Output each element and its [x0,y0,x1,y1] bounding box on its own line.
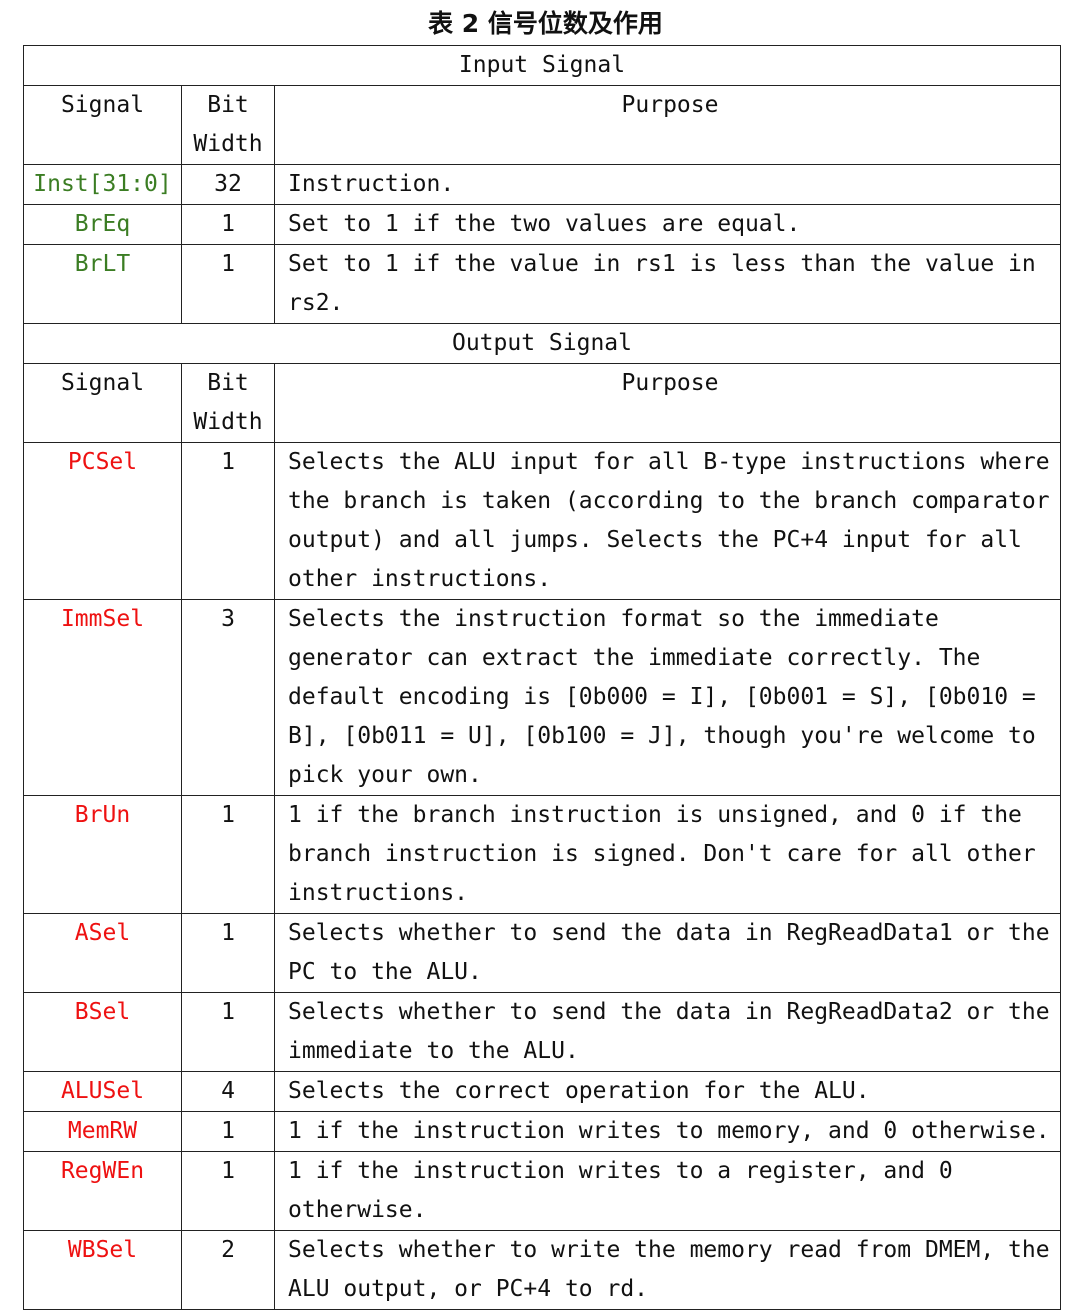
signal-name: BSel [23,992,182,1072]
purpose: 1 if the instruction writes to a registe… [274,1151,1061,1231]
purpose: 1 if the instruction writes to memory, a… [274,1111,1061,1152]
signal-name: WBSel [23,1230,182,1310]
bit-width: 1 [181,913,275,993]
header-bit-width: Bit Width [181,85,275,165]
purpose: Selects whether to send the data in RegR… [274,992,1061,1072]
purpose: Set to 1 if the value in rs1 is less tha… [274,244,1061,324]
purpose: Selects the ALU input for all B-type ins… [274,442,1061,600]
table-row: Inst[31:0] 32 Instruction. [23,164,1061,205]
signal-name: RegWEn [23,1151,182,1231]
header-row-input: Signal Bit Width Purpose [23,85,1061,165]
section-row-output: Output Signal [23,323,1061,364]
signal-name: PCSel [23,442,182,600]
bit-width: 2 [181,1230,275,1310]
bit-width: 1 [181,1111,275,1152]
header-signal: Signal [23,363,182,443]
bit-width: 1 [181,1151,275,1231]
bit-width: 32 [181,164,275,205]
bit-width: 3 [181,599,275,796]
bit-width: 1 [181,992,275,1072]
signal-name: BrEq [23,204,182,245]
table-row: BrLT 1 Set to 1 if the value in rs1 is l… [23,244,1061,324]
table-row: ASel 1 Selects whether to send the data … [23,913,1061,993]
table-row: MemRW 1 1 if the instruction writes to m… [23,1111,1061,1152]
table-row: WBSel 2 Selects whether to write the mem… [23,1230,1061,1310]
signal-name: Inst[31:0] [23,164,182,205]
bit-width: 1 [181,795,275,914]
section-row-input: Input Signal [23,45,1061,86]
signal-name: ASel [23,913,182,993]
table-row: PCSel 1 Selects the ALU input for all B-… [23,442,1061,600]
header-signal: Signal [23,85,182,165]
table-row: RegWEn 1 1 if the instruction writes to … [23,1151,1061,1231]
purpose: 1 if the branch instruction is unsigned,… [274,795,1061,914]
purpose: Selects the correct operation for the AL… [274,1071,1061,1112]
bit-width: 1 [181,244,275,324]
bit-width: 1 [181,442,275,600]
table-row: BSel 1 Selects whether to send the data … [23,992,1061,1072]
table-row: ImmSel 3 Selects the instruction format … [23,599,1061,796]
purpose: Selects whether to write the memory read… [274,1230,1061,1310]
table-row: BrUn 1 1 if the branch instruction is un… [23,795,1061,914]
header-purpose: Purpose [274,85,1061,165]
signal-name: BrUn [23,795,182,914]
signal-name: BrLT [23,244,182,324]
header-purpose: Purpose [274,363,1061,443]
section-title-output: Output Signal [23,323,1061,364]
signal-name: MemRW [23,1111,182,1152]
table-row: BrEq 1 Set to 1 if the two values are eq… [23,204,1061,245]
table-caption: 表 2 信号位数及作用 [428,9,663,38]
signal-name: ALUSel [23,1071,182,1112]
bit-width: 1 [181,204,275,245]
header-row-output: Signal Bit Width Purpose [23,363,1061,443]
section-title-input: Input Signal [23,45,1061,86]
signal-name: ImmSel [23,599,182,796]
purpose: Instruction. [274,164,1061,205]
table-row: ALUSel 4 Selects the correct operation f… [23,1071,1061,1112]
purpose: Selects the instruction format so the im… [274,599,1061,796]
signal-table: Input Signal Signal Bit Width Purpose In… [23,45,1061,1310]
purpose: Selects whether to send the data in RegR… [274,913,1061,993]
purpose: Set to 1 if the two values are equal. [274,204,1061,245]
header-bit-width: Bit Width [181,363,275,443]
bit-width: 4 [181,1071,275,1112]
